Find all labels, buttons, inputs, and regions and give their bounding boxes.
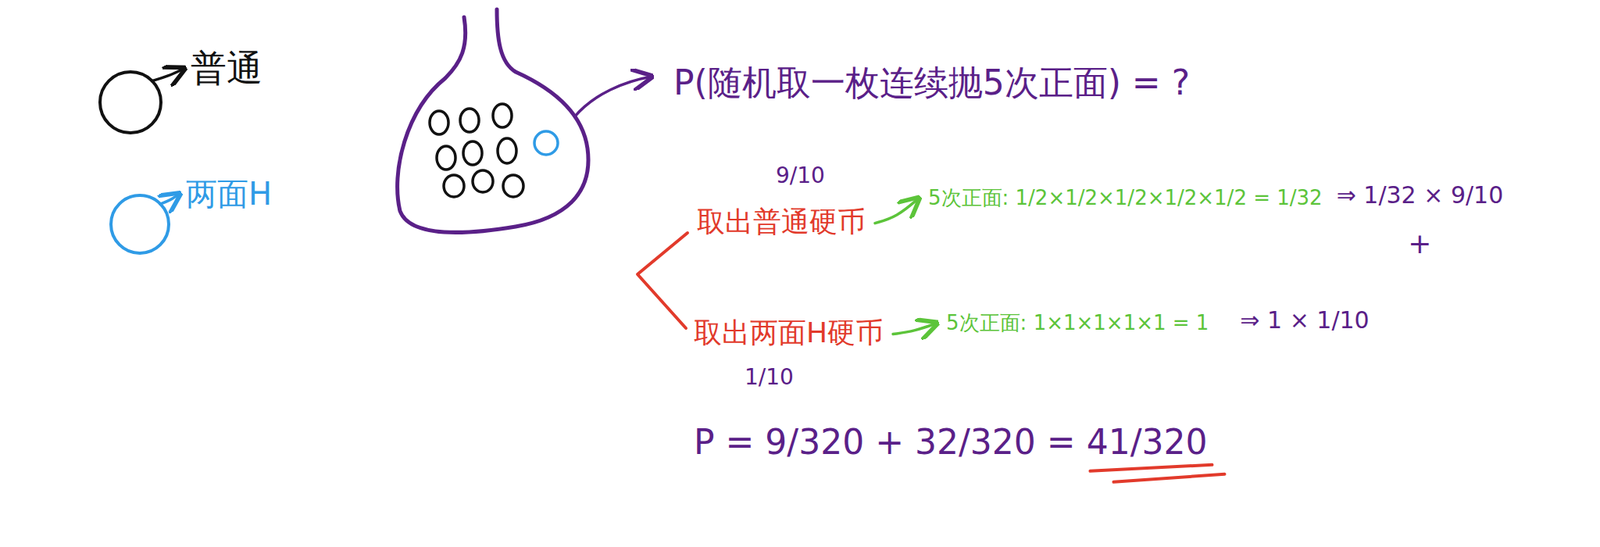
question-text: P(随机取一枚连续抛5次正面) = ? xyxy=(673,62,1190,104)
legend-text: 两面H xyxy=(185,175,272,213)
calculation-text: 5次正面: 1/2×1/2×1/2×1/2×1/2 = 1/32 xyxy=(928,185,1323,211)
ordinary-coins xyxy=(429,103,524,197)
green-arrow xyxy=(892,323,937,335)
legend-text: 普通 xyxy=(190,46,263,90)
coin xyxy=(503,175,524,197)
coin xyxy=(460,108,479,133)
result-formula: P = 9/320 + 32/320 = 41/320 xyxy=(693,421,1208,464)
legend-leader xyxy=(151,68,185,82)
two-headed-coin xyxy=(534,131,558,155)
coin xyxy=(429,110,449,135)
bag-outline xyxy=(397,9,589,233)
product-text: ⇒ 1/32 × 9/10 xyxy=(1336,181,1504,210)
coin xyxy=(436,146,456,170)
tree-branch xyxy=(637,232,688,329)
coin xyxy=(463,141,483,165)
probability-label: 1/10 xyxy=(744,364,794,391)
branch-label: 取出两面H硬币 xyxy=(693,315,884,350)
branch-label: 取出普通硬币 xyxy=(696,204,866,239)
coin xyxy=(443,175,465,197)
plus-sign: + xyxy=(1407,226,1432,261)
legend-leader xyxy=(160,193,180,204)
coin xyxy=(492,103,512,128)
product-text: ⇒ 1 × 1/10 xyxy=(1239,306,1369,335)
probability-label: 9/10 xyxy=(775,162,825,190)
calculation-text: 5次正面: 1×1×1×1×1 = 1 xyxy=(946,310,1209,336)
coin xyxy=(472,170,493,193)
result-underline xyxy=(1089,464,1212,472)
coin xyxy=(497,138,517,164)
result-underline xyxy=(1113,474,1225,483)
green-arrow xyxy=(875,198,919,224)
leader-arrow xyxy=(574,76,652,118)
